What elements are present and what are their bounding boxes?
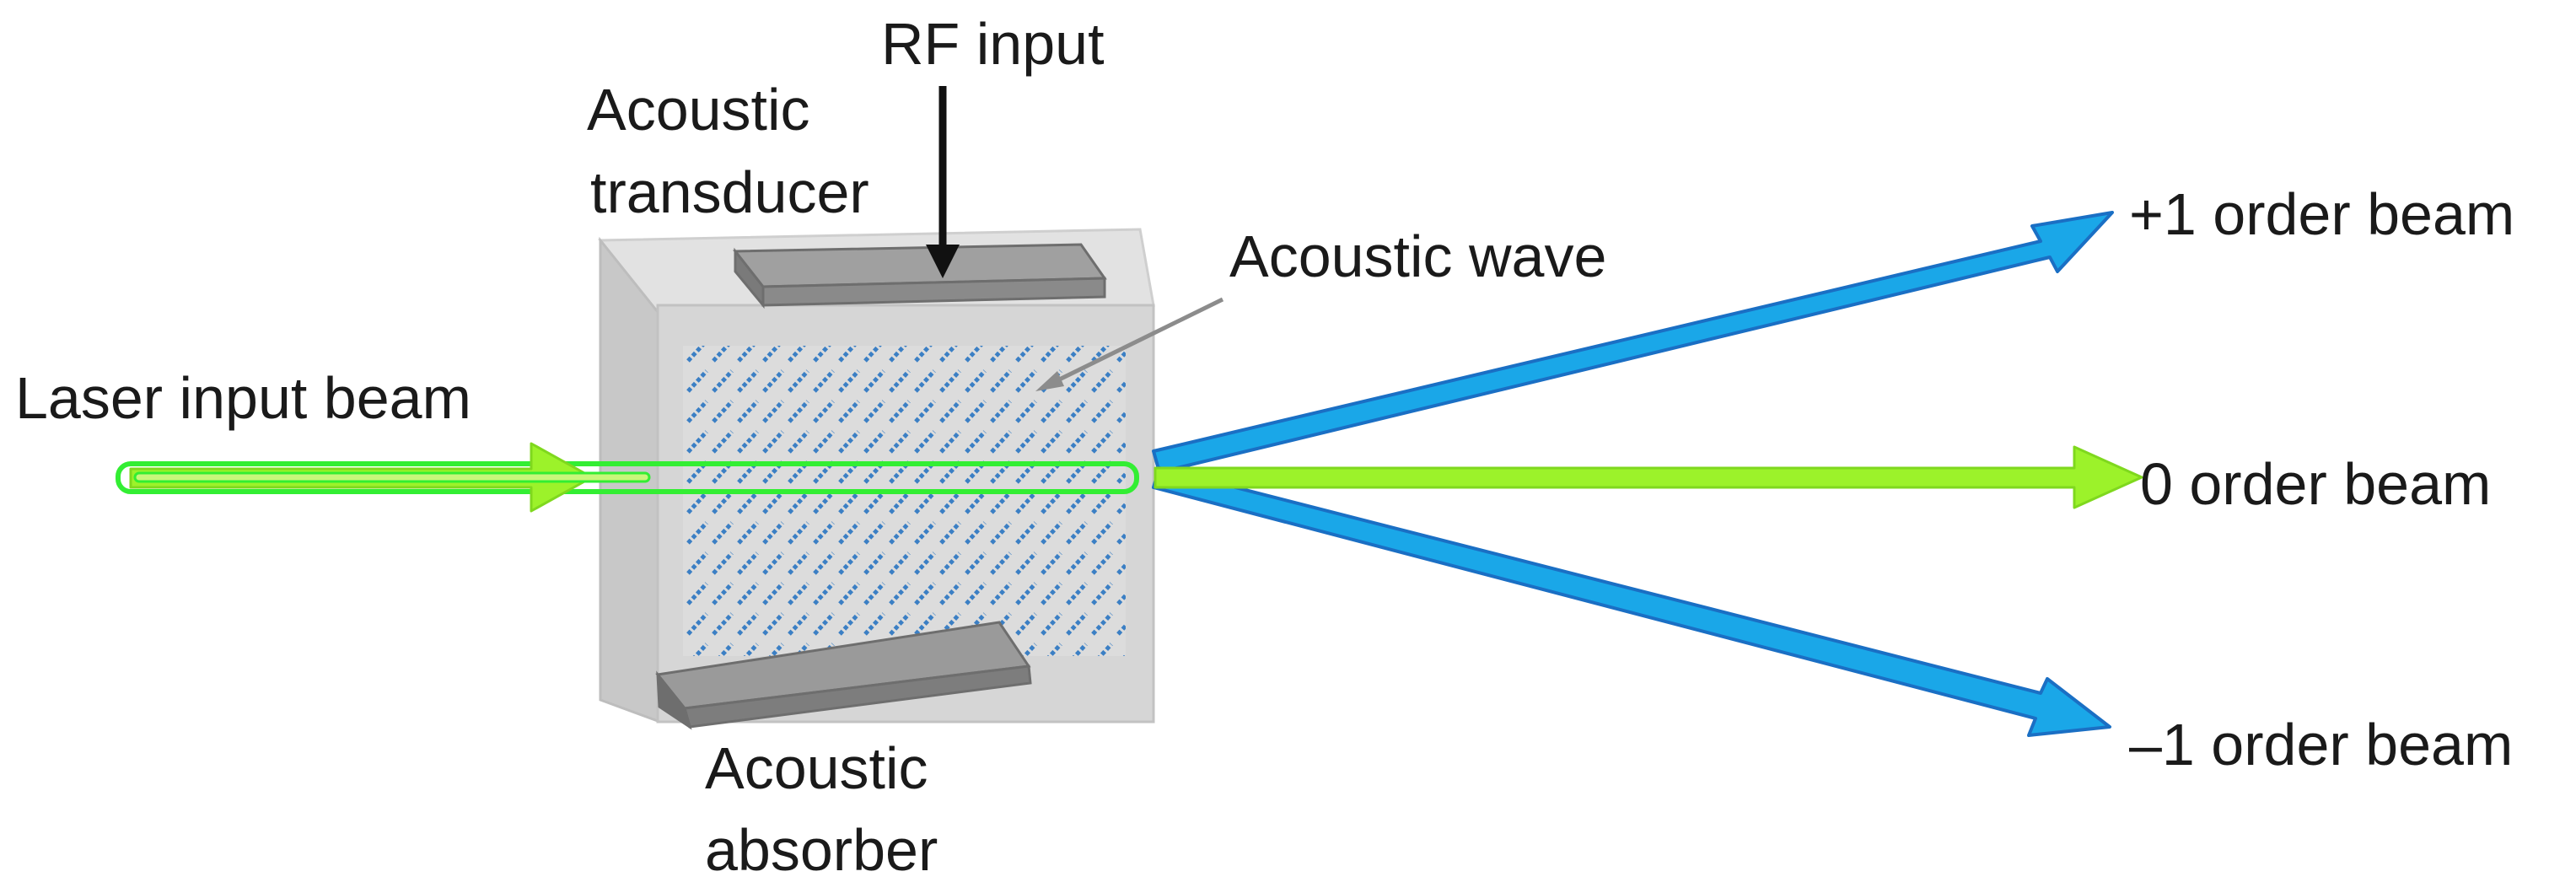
- acoustic-absorber-label-line1: Acoustic: [705, 735, 928, 801]
- laser-beam-core: [133, 471, 651, 483]
- minus-one-order-beam: [1152, 466, 2111, 737]
- acoustic-transducer-label-line2: transducer: [590, 159, 869, 225]
- plus-one-order-beam: [1152, 211, 2114, 474]
- acoustic-absorber: [655, 621, 1032, 730]
- minus-one-order-beam-label: –1 order beam: [2129, 712, 2513, 777]
- laser-input-beam-label: Laser input beam: [15, 365, 471, 431]
- laser-beam-outline-tube: [116, 461, 1139, 494]
- zero-order-beam: [1154, 445, 2143, 509]
- transducer-side: [734, 247, 765, 309]
- acoustic-wave-label: Acoustic wave: [1229, 223, 1606, 289]
- rf-input-label: RF input: [881, 11, 1105, 77]
- acoustic-wave-pointer: [1035, 297, 1224, 391]
- acoustic-transducer-label-line1: Acoustic: [587, 77, 810, 143]
- rf-input-arrow: [926, 86, 960, 278]
- acoustic-absorber-label-line2: absorber: [705, 817, 938, 883]
- absorber-side: [656, 670, 692, 730]
- laser-input-beam: [116, 442, 1139, 513]
- aom-crystal: [597, 228, 1155, 724]
- zero-order-beam-label: 0 order beam: [2140, 451, 2491, 517]
- acoustic-wave-dashes: [683, 346, 1126, 656]
- acoustic-transducer: [732, 243, 1107, 309]
- plus-one-order-beam-label: +1 order beam: [2129, 181, 2514, 247]
